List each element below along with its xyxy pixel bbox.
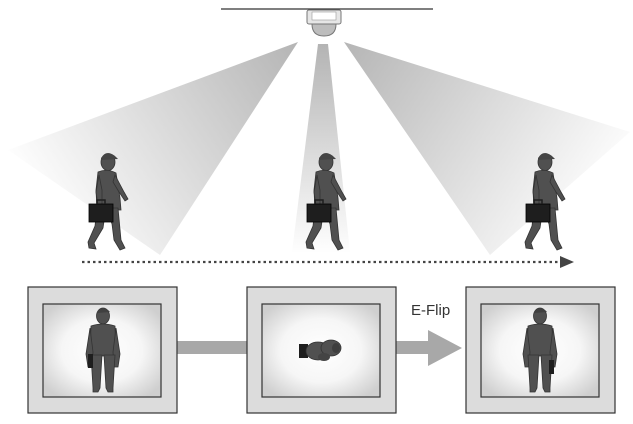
ceiling-dome-camera-icon bbox=[306, 9, 342, 37]
monitor-panel-1 bbox=[27, 286, 178, 414]
connector-bar bbox=[176, 341, 248, 354]
monitor-panel-3 bbox=[465, 286, 616, 414]
monitor-panel-2 bbox=[246, 286, 397, 414]
right-view-cone bbox=[344, 42, 630, 255]
top-down-person-icon bbox=[299, 339, 342, 361]
left-view-cone bbox=[8, 42, 298, 255]
e-flip-label: E-Flip bbox=[411, 302, 451, 319]
right-arrow-icon bbox=[396, 330, 462, 366]
walking-path-arrowhead bbox=[560, 256, 574, 268]
